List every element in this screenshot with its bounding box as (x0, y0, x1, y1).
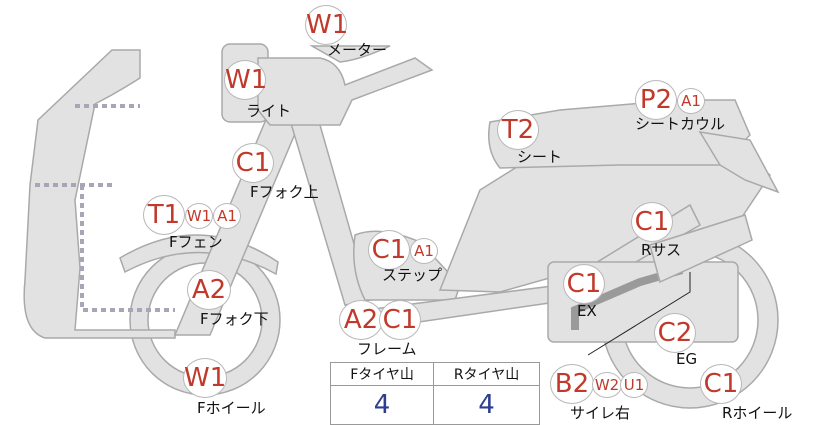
code-step-1: C1 (368, 230, 410, 270)
value-front-tire: 4 (329, 385, 435, 425)
code-ffender-1: T1 (143, 195, 185, 235)
handlebar (257, 57, 434, 126)
label-ffender: Fフェン (169, 233, 223, 251)
header-front-tire: Fタイヤ山 (329, 362, 435, 386)
seat (488, 99, 751, 169)
code-ex-1: C1 (563, 264, 605, 304)
code-ffork-lower-1: A2 (187, 270, 231, 310)
code-muffler-right-2: W2 (592, 372, 622, 398)
code-ffender-2: W1 (185, 203, 213, 229)
code-rsus-1: C1 (631, 202, 673, 242)
label-meter: メーター (327, 41, 388, 59)
label-ffork-upper: Fフォク上 (250, 183, 319, 201)
label-frame: フレーム (357, 340, 417, 358)
code-seat-cowl-2: A1 (677, 88, 705, 114)
shield-seam-dashes (35, 104, 175, 312)
code-seat-cowl-1: P2 (635, 80, 677, 120)
leader-line-rsus (587, 272, 691, 356)
header-rear-tire: Rタイヤ山 (433, 362, 540, 386)
label-seat-cowl: シートカウル (635, 115, 726, 133)
code-muffler-right-1: B2 (550, 364, 594, 404)
meter-housing (309, 45, 391, 63)
rear-body (438, 149, 771, 293)
code-fwheel-1: W1 (183, 358, 227, 398)
label-ffork-lower: Fフォク下 (200, 310, 269, 328)
label-step: ステップ (382, 266, 443, 284)
label-muffler-right: サイレ右 (570, 404, 631, 422)
label-fwheel: Fホイール (197, 399, 266, 417)
code-step-2: A1 (410, 238, 438, 264)
code-muffler-right-3: U1 (620, 372, 648, 398)
label-light: ライト (246, 102, 292, 120)
label-eg: EG (676, 350, 698, 368)
rear-shock (649, 214, 753, 284)
code-rwheel-1: C1 (700, 364, 742, 404)
front-shield (23, 49, 176, 339)
code-ffork-upper-1: C1 (232, 143, 274, 183)
code-frame-1: A2 (339, 300, 383, 340)
label-rwheel: Rホイール (722, 404, 793, 422)
label-rsus: Rサス (641, 241, 682, 259)
code-meter-1: W1 (305, 5, 348, 45)
code-seat-1: T2 (497, 110, 539, 150)
code-eg-1: C2 (654, 313, 696, 353)
label-seat: シート (517, 148, 563, 166)
code-frame-2: C1 (379, 300, 421, 340)
value-rear-tire: 4 (433, 385, 540, 425)
seat-cowl-tail (698, 131, 780, 194)
code-ffender-3: A1 (213, 203, 241, 229)
tire-tread-table: Fタイヤ山 Rタイヤ山 4 4 (329, 362, 540, 425)
label-ex: EX (577, 302, 597, 320)
code-light-1: W1 (224, 60, 267, 100)
